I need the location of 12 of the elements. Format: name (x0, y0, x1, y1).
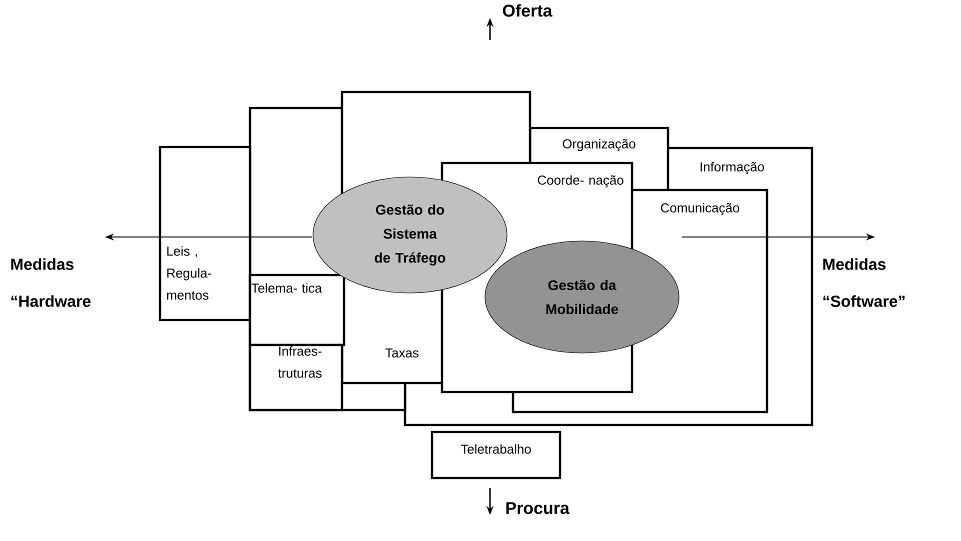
frame-label: Teletrabalho (460, 444, 531, 454)
frame-label: Coorde- nação (538, 175, 624, 188)
frame-label: Leis , Regula- mentos (167, 246, 212, 300)
axis-label: Medidas “Hardware (11, 258, 91, 307)
frame-label: Informação (700, 162, 764, 174)
axis-label: Medidas “Software” (823, 258, 905, 307)
frame-label: Comunicação (660, 202, 740, 216)
frame-label: Organização (562, 138, 636, 152)
frame-label: Infraes- truturas (278, 346, 322, 378)
frame-label: Taxas (385, 348, 419, 358)
axis-label: Procura (506, 502, 570, 514)
axis-label: Oferta (502, 4, 552, 17)
